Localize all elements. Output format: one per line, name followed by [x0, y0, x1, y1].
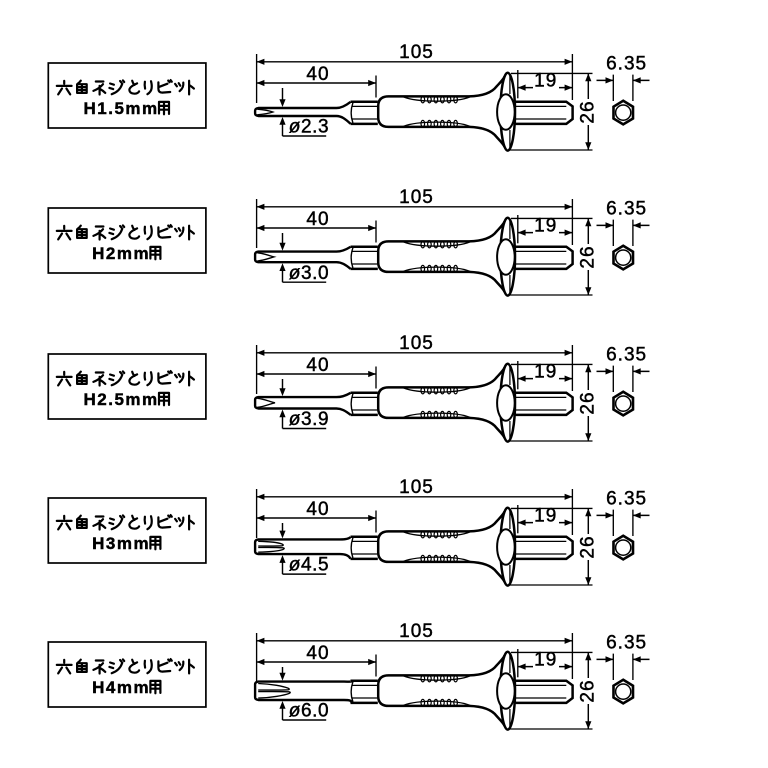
- svg-text:H4mm: H4mm: [92, 678, 150, 697]
- svg-text:ø3.0: ø3.0: [289, 263, 329, 284]
- svg-text:H3mm: H3mm: [92, 534, 150, 553]
- svg-text:H2mm: H2mm: [92, 244, 150, 263]
- svg-text:ø4.5: ø4.5: [289, 555, 329, 576]
- svg-text:H2.5mm: H2.5mm: [84, 390, 159, 409]
- svg-text:H1.5mm: H1.5mm: [84, 99, 159, 118]
- svg-text:ø2.3: ø2.3: [289, 117, 329, 138]
- svg-text:ø6.0: ø6.0: [289, 701, 329, 722]
- svg-text:ø3.9: ø3.9: [289, 409, 329, 430]
